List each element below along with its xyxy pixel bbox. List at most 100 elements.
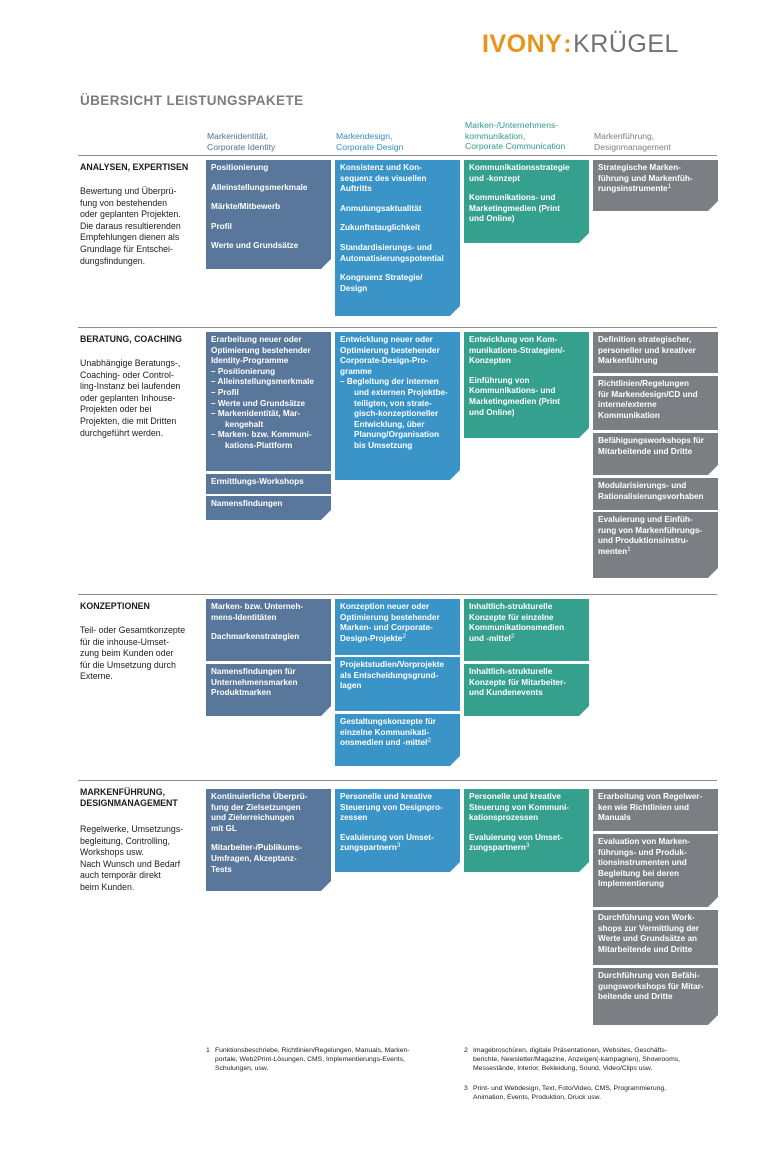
box-line: Planung/Organisation xyxy=(354,430,440,440)
box-line: gramme xyxy=(340,366,372,376)
column-header-line: Markenidentität, xyxy=(207,131,269,141)
box-line: lagen xyxy=(340,681,362,691)
footnote-line: Messestände, Interior, Bekleidung, Sound… xyxy=(473,1065,653,1072)
column-header-identity: Markenidentität, Corporate Identity xyxy=(207,131,329,152)
box-line: Implementierung xyxy=(598,879,664,889)
desc-line: oder geplanten Inhouse- xyxy=(80,392,176,403)
box-line: Kongruenz Strategie/ xyxy=(340,273,423,283)
box-line: personeller und kreativer xyxy=(598,345,696,355)
desc-line: auch temporär direkt xyxy=(80,870,161,881)
desc-line: Grundlage für Entschei- xyxy=(80,243,173,254)
box-line: und -konzept xyxy=(469,173,520,183)
box-line: Mitarbeitende und Dritte xyxy=(598,446,693,456)
box-line: Modularisierungs- und xyxy=(598,481,687,490)
box-line: und Kundenevents xyxy=(469,688,543,698)
desc-line: Unabhängige Beratungs-, xyxy=(80,358,181,368)
footnote-number: 2 xyxy=(464,1047,468,1054)
box-line: Evaluation von Marken- xyxy=(598,837,690,846)
footnote-line: Animation, Events, Produktion, Druck usw… xyxy=(473,1094,602,1101)
box-line: kationsprozessen xyxy=(469,813,539,823)
box-beratung-communication: Entwicklung von Kom-munikations-Strategi… xyxy=(464,332,589,438)
desc-line: Workshops usw. xyxy=(80,847,144,858)
box-line: zungspartnern xyxy=(340,843,397,853)
desc-line: Coaching- oder Control- xyxy=(80,369,174,380)
box-line: Marketingmedien (Print xyxy=(469,203,560,213)
footnote-line: Print- und Webdesign, Text, Foto/Video, … xyxy=(473,1085,667,1092)
footnote-ref: 1 xyxy=(667,183,672,191)
box-konzeptionen-identity: Marken- bzw. Unterneh-mens-Identitäten D… xyxy=(206,599,331,661)
box-line: Unternehmensmarken xyxy=(211,677,298,687)
box-beratung-management-richtlinien: Richtlinien/Regelungen für Markendesign/… xyxy=(593,376,718,430)
box-markenfuehrung-management-evaluation: Evaluation von Marken- führungs- und Pro… xyxy=(593,834,718,907)
box-line: Corporate-Design-Pro- xyxy=(340,356,429,366)
box-line: Konzepte für Mitarbeiter- xyxy=(469,677,566,687)
column-header-line: Designmanagement xyxy=(594,141,671,152)
footnote-ref: 1 xyxy=(627,545,631,553)
section-divider xyxy=(78,594,717,595)
box-analysen-design: Konsistenz und Kon-sequenz des visuellen… xyxy=(335,160,460,316)
box-analysen-management: Strategische Marken- führung und Markenf… xyxy=(593,160,718,211)
box-line: Namensfindungen xyxy=(211,499,283,508)
box-line: und Online) xyxy=(469,214,515,224)
box-line: Inhaltlich-strukturelle xyxy=(469,602,553,611)
desc-line: für die Umsetzung durch xyxy=(80,659,176,670)
box-konzeptionen-design-gestaltung: Gestaltungskonzepte für einzelne Kommuni… xyxy=(335,714,460,766)
desc-line: durchgeführt werden. xyxy=(80,427,164,438)
company-logo: IVONY:KRÜGEL xyxy=(482,30,679,58)
box-line: Design xyxy=(340,283,368,293)
box-line: Durchführung von Work- xyxy=(598,913,695,922)
footnote-line: berichte, Newsletter/Magazine, Anzeigen(… xyxy=(473,1056,681,1063)
desc-line: Empfehlungen dienen als xyxy=(80,232,180,243)
box-line: führungs- und Produk- xyxy=(598,847,687,857)
box-line: Konzepten xyxy=(469,356,511,366)
box-line: Evaluierung und Einfüh- xyxy=(598,515,693,524)
box-list-item: – Markenidentität, Mar-kengehalt xyxy=(211,409,325,430)
box-line: Evaluierung von Umset- xyxy=(340,832,434,842)
box-line: Kontinuierliche Überprü- xyxy=(211,792,308,801)
column-header-line: Markenführung, xyxy=(594,131,655,141)
desc-line: Projekten oder bei xyxy=(80,404,152,415)
box-line: Steuerung von Designpro- xyxy=(340,802,443,812)
section-desc-beratung: Unabhängige Beratungs-, Coaching- oder C… xyxy=(80,358,204,439)
desc-line: oder geplanten Projekten. xyxy=(80,209,181,220)
box-markenfuehrung-management-befaehigung: Durchführung von Befähi- gungsworkshops … xyxy=(593,968,718,1025)
box-item: Anmutungsaktualität xyxy=(340,203,422,213)
box-line: Mitarbeiter-/Publikums- xyxy=(211,843,302,853)
box-list-item: – Begleitung der internen und externen P… xyxy=(340,377,454,451)
box-list-item: – Profil xyxy=(211,387,239,397)
box-item: Profil xyxy=(211,221,232,231)
box-line: munikations-Strategien/- xyxy=(469,345,565,355)
box-line: sequenz des visuellen xyxy=(340,173,427,183)
box-analysen-identity: Positionierung Alleinstellungsmerkmale M… xyxy=(206,160,331,269)
footnote-ref: 3 xyxy=(525,842,530,850)
box-line: Einführung von xyxy=(469,375,530,385)
column-header-communication: Marken-/Unternehmens- kommunikation, Cor… xyxy=(465,120,587,152)
box-item: Zukunftstauglichkeit xyxy=(340,223,421,233)
box-line: Marketingmedien (Print xyxy=(469,396,560,406)
box-item: Märkte/Mitbewerb xyxy=(211,202,281,212)
footnote-ref: 2 xyxy=(510,632,515,640)
footnote-2: 2 Imagebroschüren, digitale Präsentation… xyxy=(464,1046,724,1073)
desc-line: zung beim Kunden oder xyxy=(80,648,174,659)
desc-line: Projekten, die mit Dritten xyxy=(80,415,177,426)
box-line: Manuals xyxy=(598,813,631,823)
desc-line: ling-Instanz bei laufenden xyxy=(80,381,181,392)
box-line: Personelle und kreative xyxy=(340,792,432,801)
column-header-line: Corporate Identity xyxy=(207,141,276,152)
box-line: Ermittlungs-Workshops xyxy=(211,477,304,486)
column-header-line: kommunikation, xyxy=(465,130,526,141)
footnote-line: Imagebroschüren, digitale Präsentationen… xyxy=(473,1047,668,1054)
box-line: für Markendesign/CD und xyxy=(598,389,698,399)
box-item: Positionierung xyxy=(211,163,269,172)
box-line: Entwicklung von Kom- xyxy=(469,335,558,344)
column-header-design: Markendesign, Corporate Design xyxy=(336,131,458,152)
box-line: und Produktionsinstru- xyxy=(598,536,689,546)
column-header-line: Corporate Design xyxy=(336,141,404,152)
